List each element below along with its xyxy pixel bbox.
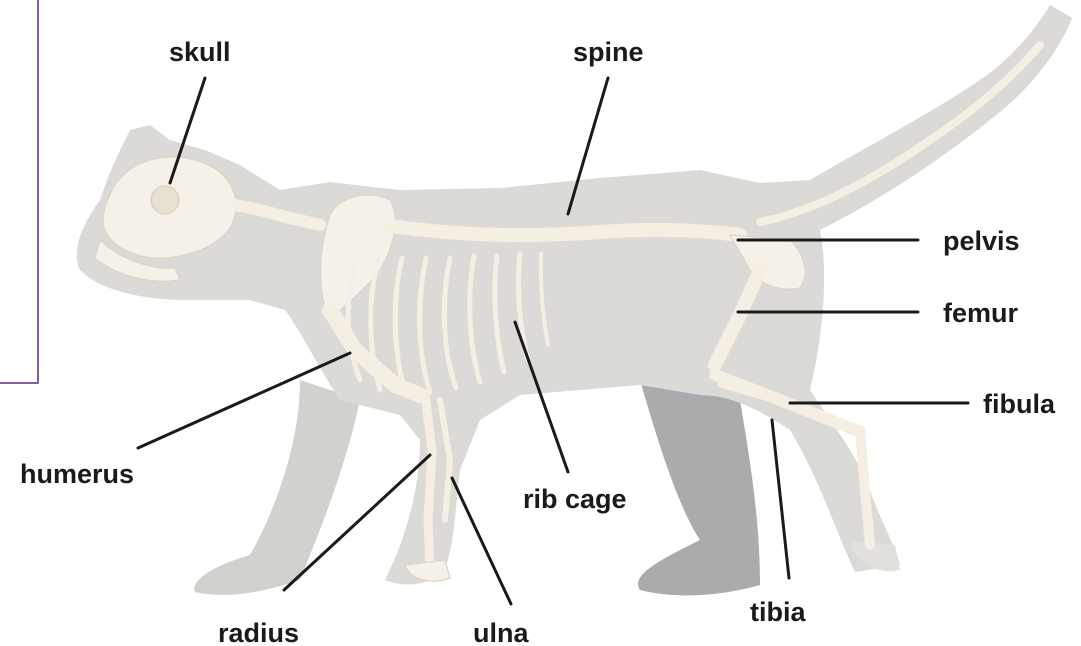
label-ulna: ulna (473, 618, 529, 646)
label-femur: femur (943, 298, 1019, 328)
label-humerus: humerus (20, 459, 134, 489)
label-radius: radius (218, 618, 299, 646)
label-tibia: tibia (750, 597, 806, 627)
label-spine: spine (573, 37, 644, 67)
ulna-leader (452, 478, 511, 604)
label-pelvis: pelvis (943, 226, 1020, 256)
label-skull: skull (169, 37, 231, 67)
label-fibula: fibula (983, 389, 1056, 419)
radius-bone (425, 395, 432, 570)
frame-border (0, 0, 38, 383)
label-rib-cage: rib cage (523, 484, 627, 514)
tibia-leader (772, 420, 789, 578)
